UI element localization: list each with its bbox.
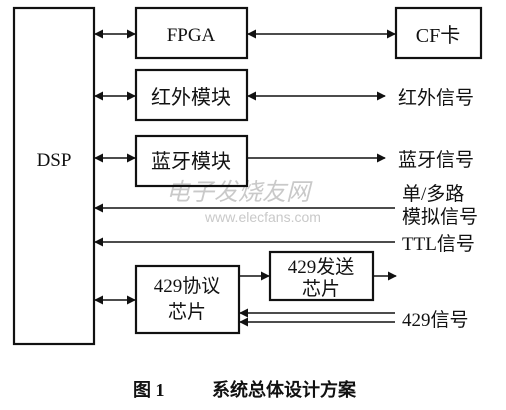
analog-signal-label-line2: 模拟信号 bbox=[402, 206, 478, 228]
watermark-cn: 电子发烧友网 bbox=[166, 178, 313, 206]
watermark: 电子发烧友网 www.elecfans.com bbox=[166, 178, 321, 225]
ir-module-block bbox=[134, 68, 249, 122]
protocol-chip-block bbox=[134, 264, 241, 335]
ir-signal-label: 红外信号 bbox=[398, 87, 474, 109]
bluetooth-module-block bbox=[134, 134, 249, 188]
bluetooth-module-label: 蓝牙模块 bbox=[151, 150, 231, 173]
dsp-block bbox=[12, 6, 96, 346]
tx-chip-label-line2: 芯片 bbox=[302, 278, 340, 300]
ttl-signal-label: TTL信号 bbox=[402, 233, 475, 255]
fpga-block bbox=[134, 6, 249, 60]
analog-signal-label-line1: 单/多路 bbox=[402, 183, 464, 205]
watermark-url: www.elecfans.com bbox=[204, 209, 321, 225]
cf-card-label: CF卡 bbox=[416, 24, 460, 47]
protocol-chip-label-line2: 芯片 bbox=[168, 301, 206, 323]
protocol-chip-label-line1: 429协议 bbox=[154, 275, 221, 297]
tx-chip-block bbox=[268, 250, 375, 302]
s429-signal-label: 429信号 bbox=[402, 309, 469, 331]
fpga-label: FPGA bbox=[167, 25, 216, 46]
figure-number: 图 1 bbox=[133, 380, 165, 400]
bt-signal-label: 蓝牙信号 bbox=[398, 149, 474, 171]
dsp-label: DSP bbox=[37, 150, 72, 171]
ir-module-label: 红外模块 bbox=[151, 86, 231, 109]
cf-card-block bbox=[394, 6, 483, 60]
tx-chip-label-line1: 429发送 bbox=[288, 256, 355, 278]
figure-title: 系统总体设计方案 bbox=[212, 379, 357, 400]
